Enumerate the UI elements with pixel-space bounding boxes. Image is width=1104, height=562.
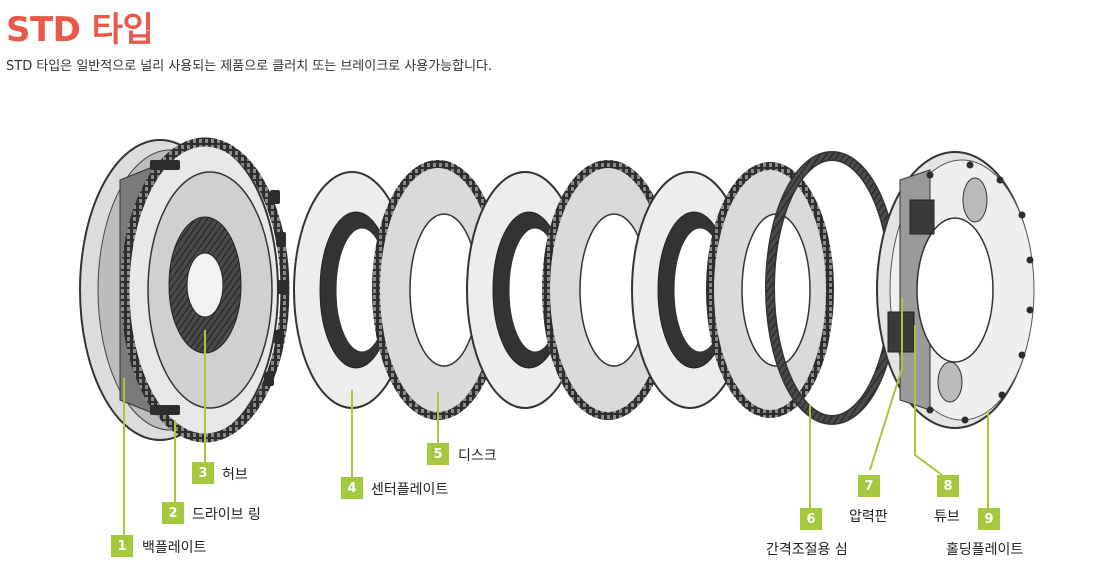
- part-7-label: 압력판: [849, 509, 888, 525]
- disc-2: [542, 160, 674, 420]
- part-9-label: 홀딩플레이트: [946, 542, 1024, 558]
- part-3-label: 허브: [222, 467, 248, 483]
- holding-plate-assembly: [876, 151, 1035, 429]
- part-9-badge: 9: [978, 508, 1000, 530]
- part-1-badge: 1: [111, 535, 133, 557]
- part-2-badge: 2: [162, 502, 184, 524]
- disc-1: [372, 160, 504, 420]
- part-4-badge: 4: [341, 477, 363, 499]
- part-4-label: 센터플레이트: [371, 482, 449, 498]
- page-subtitle: STD 타입은 일반적으로 널리 사용되는 제품으로 클러치 또는 브레이크로 …: [6, 59, 493, 74]
- part-6-label: 간격조절용 심: [766, 542, 848, 558]
- part-8-badge: 8: [937, 475, 959, 497]
- part-5-badge: 5: [427, 443, 449, 465]
- leader-lines: [123, 298, 989, 535]
- part-2-label: 드라이브 링: [192, 507, 261, 523]
- part-6-badge: 6: [800, 508, 822, 530]
- back-plate-assembly: [79, 137, 290, 443]
- part-3-badge: 3: [192, 462, 214, 484]
- page-title: STD 타입: [6, 10, 154, 50]
- part-1-label: 백플레이트: [142, 540, 207, 556]
- part-8-label: 튜브: [934, 509, 960, 525]
- part-7-badge: 7: [858, 475, 880, 497]
- part-5-label: 디스크: [458, 448, 497, 464]
